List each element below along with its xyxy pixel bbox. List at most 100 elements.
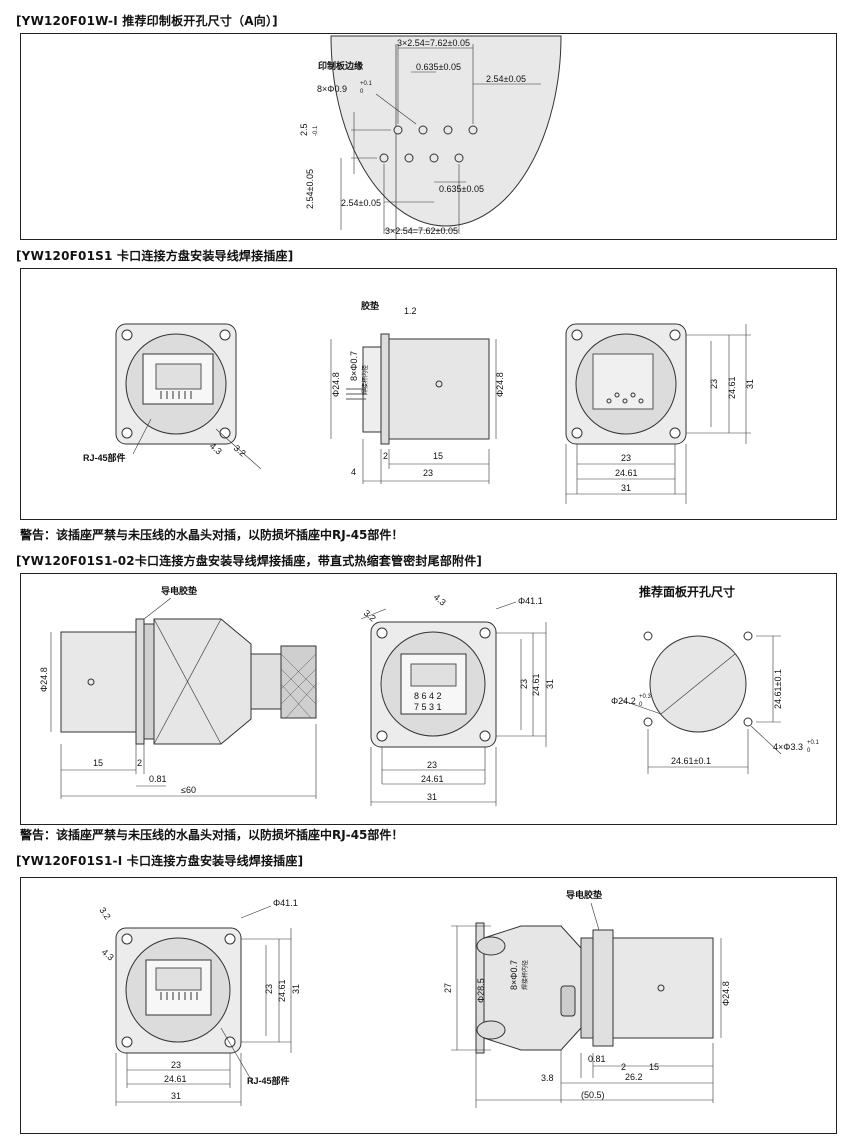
cutout-d242: Φ24.2: [611, 696, 636, 706]
cutout-4x-tol2: 0: [807, 748, 811, 754]
dim-31v: 31: [545, 679, 555, 689]
label-conductive-gasket: 导电胶垫: [161, 585, 197, 596]
rear-dim-23v: 23: [709, 379, 719, 389]
dim-23v: 23: [519, 679, 529, 689]
front-view: [360, 601, 547, 806]
section-1-panel: 3×2.54=7.62±0.05 印制板边缘 0.635±0.05 8×Φ0.9…: [20, 33, 837, 240]
pin-top: 8 6 4 2: [414, 691, 442, 701]
rear-view: [565, 323, 751, 504]
dim-bottom-254: 2.54±0.05: [341, 198, 381, 208]
dim-285: Φ28.5: [476, 978, 486, 1003]
warning-2: 警告：该插座严禁与未压线的水晶头对插，以防损坏插座中RJ-45部件！: [20, 828, 404, 842]
dim-offset-top: 0.635±0.05: [416, 62, 461, 72]
dim-411: Φ41.1: [273, 898, 298, 908]
dim-12: 1.2: [404, 306, 417, 316]
section-2-title: [YW120F01S1 卡口连接方盘安装导线焊接插座]: [16, 249, 294, 263]
dim-2: 2: [137, 758, 142, 768]
note-pin: 焊接杯内径: [361, 365, 369, 395]
label-rj45: RJ-45部件: [247, 1075, 290, 1086]
dim-2461v: 24.61: [277, 979, 287, 1002]
dim-4: 4: [351, 467, 356, 477]
socket-drawing-s2: RJ-45部件 4.3 3.2 胶垫 1.2 Φ24.8 8×Φ0.7 焊接杯内…: [83, 300, 755, 504]
rear-dim-31h: 31: [621, 483, 631, 493]
dim-top-pitch: 3×2.54=7.62±0.05: [397, 38, 470, 48]
dim-60: ≤60: [181, 785, 196, 795]
dim-bottom-pitch: 3×2.54=7.62±0.05: [385, 226, 458, 236]
socket-drawing-s4: 3.2 4.3 Φ41.1 23 24.61 31 23 24.61 31 RJ…: [97, 889, 731, 1108]
dim-15: 15: [649, 1062, 659, 1072]
section-4-panel: 3.2 4.3 Φ41.1 23 24.61 31 23 24.61 31 RJ…: [20, 877, 837, 1134]
dim-offset-bottom: 0.635±0.05: [439, 184, 484, 194]
dim-2461v: 24.61: [531, 673, 541, 696]
dim-right: 2.54±0.05: [486, 74, 526, 84]
dim-2461h: 24.61: [421, 774, 444, 784]
section-4-title: [YW120F01S1-I 卡口连接方盘安装导线焊接插座]: [16, 854, 304, 868]
dim-31h: 31: [427, 792, 437, 802]
label-pcb-edge: 印制板边缘: [318, 60, 363, 71]
dim-2461h: 24.61: [164, 1074, 187, 1084]
dim-248: Φ24.8: [39, 667, 49, 692]
pin-bottom: 7 5 3 1: [414, 702, 442, 712]
label-rj45: RJ-45部件: [83, 452, 126, 463]
dim-23h: 23: [427, 760, 437, 770]
dim-v25-tol: -0.1: [313, 125, 319, 136]
cutout-4x: 4×Φ3.3: [773, 742, 803, 752]
note-pin: 焊接杯内径: [521, 960, 529, 990]
dim-2: 2: [621, 1062, 626, 1072]
side-view-with-boot: [50, 618, 317, 799]
pcb-hole-drawing: 3×2.54=7.62±0.05 印制板边缘 0.635±0.05 8×Φ0.9…: [299, 35, 562, 239]
dim-v25: 2.5: [299, 123, 309, 136]
socket-drawing-s3: 导电胶垫 Φ24.8 15 2 0.81 ≤60 3.2 4.3: [39, 584, 820, 806]
dim-holes: 8×Φ0.9: [317, 84, 347, 94]
dim-43: 4.3: [100, 947, 116, 963]
dim-pins: 8×Φ0.7: [349, 351, 359, 381]
dim-081: 0.81: [588, 1054, 606, 1064]
cutout-2461v: 24.61±0.1: [773, 669, 783, 709]
rear-dim-2461v: 24.61: [727, 376, 737, 399]
section-3-title: [YW120F01S1-02卡口连接方盘安装导线焊接插座，带直式热缩套管密封尾部…: [16, 554, 483, 568]
dim-248-right: Φ24.8: [495, 372, 505, 397]
cutout-title: 推荐面板开孔尺寸: [639, 584, 735, 599]
dim-505: (50.5): [581, 1090, 605, 1100]
dim-248-left: Φ24.8: [331, 372, 341, 397]
dim-15: 15: [433, 451, 443, 461]
dim-holes-tol2: 0: [360, 89, 364, 95]
dim-248: Φ24.8: [721, 981, 731, 1006]
dim-38: 3.8: [541, 1073, 554, 1083]
front-view: [115, 323, 262, 470]
dim-pins: 8×Φ0.7: [509, 960, 519, 990]
dim-31v: 31: [291, 984, 301, 994]
rear-dim-31v: 31: [745, 379, 755, 389]
dim-32: 3.2: [97, 905, 112, 921]
dim-43: 4.3: [432, 592, 448, 608]
section-3-panel: 导电胶垫 Φ24.8 15 2 0.81 ≤60 3.2 4.3: [20, 573, 837, 825]
cutout-d242-tol2: 0: [639, 702, 643, 708]
panel-cutout: [620, 631, 782, 774]
dim-27: 27: [443, 983, 453, 993]
cutout-d242-tol: +0.3: [639, 694, 652, 700]
label-conductive-gasket: 导电胶垫: [566, 889, 602, 900]
warning-1: 警告：该插座严禁与未压线的水晶头对插，以防损坏插座中RJ-45部件！: [20, 528, 404, 542]
cutout-4x-tol: +0.1: [807, 740, 820, 746]
pcb-holes: [379, 125, 478, 163]
dim-23v: 23: [264, 984, 274, 994]
dim-081: 0.81: [149, 774, 167, 784]
dim-23h: 23: [171, 1060, 181, 1070]
side-view: [330, 333, 497, 484]
cutout-2461h: 24.61±0.1: [671, 756, 711, 766]
dim-23: 23: [423, 468, 433, 478]
dim-262: 26.2: [625, 1072, 643, 1082]
dim-31h: 31: [171, 1091, 181, 1101]
dim-15: 15: [93, 758, 103, 768]
dim-411: Φ41.1: [518, 596, 543, 606]
label-gasket: 胶垫: [361, 300, 379, 311]
dim-32: 3.2: [362, 608, 378, 624]
section-1-title: [YW120F01W-I 推荐印制板开孔尺寸（A向）]: [16, 14, 278, 28]
section-2-panel: RJ-45部件 4.3 3.2 胶垫 1.2 Φ24.8 8×Φ0.7 焊接杯内…: [20, 268, 837, 520]
side-view: [451, 902, 722, 1108]
dim-v254: 2.54±0.05: [305, 169, 315, 209]
rear-dim-23h: 23: [621, 453, 631, 463]
dim-holes-tol: +0.1: [360, 81, 373, 87]
dim-2: 2: [383, 451, 388, 461]
rear-dim-2461h: 24.61: [615, 468, 638, 478]
